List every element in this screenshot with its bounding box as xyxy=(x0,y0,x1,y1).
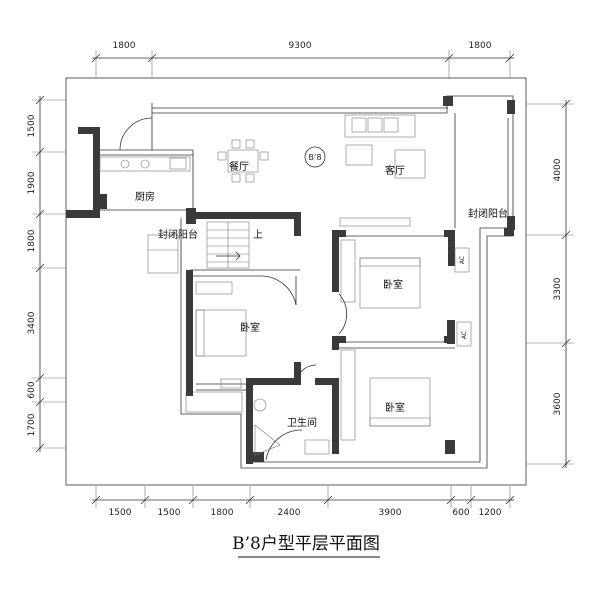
room-living: 客厅 xyxy=(385,164,405,177)
room-closed-balcony-left: 封闭阳台 xyxy=(158,228,198,241)
door-swings xyxy=(119,113,348,461)
wall-outlines xyxy=(98,95,514,469)
room-dining: 餐厅 xyxy=(229,160,249,173)
unit-tag-circle xyxy=(304,146,326,168)
top-dim-3: 1800 xyxy=(469,41,492,51)
right-dim-3: 3600 xyxy=(553,392,563,415)
bottom-dim-4: 2400 xyxy=(278,508,301,518)
left-dim-3: 1800 xyxy=(27,229,37,252)
bottom-dim-6: 600 xyxy=(452,508,469,518)
bottom-dim-3: 1800 xyxy=(211,508,234,518)
furniture xyxy=(99,114,472,456)
drawing-frame xyxy=(65,77,527,486)
left-dim-1: 1500 xyxy=(27,114,37,137)
drawing-title: B’8户型平层平面图 xyxy=(232,534,380,554)
room-kitchen: 厨房 xyxy=(135,190,155,203)
bottom-dimension-line xyxy=(91,486,515,508)
right-dim-1: 4000 xyxy=(553,158,563,181)
top-dim-1: 1800 xyxy=(113,41,136,51)
left-dim-2: 1900 xyxy=(27,171,37,194)
solid-walls xyxy=(66,96,515,464)
room-closed-balcony-right: 封闭阳台 xyxy=(468,207,508,220)
room-bedroom-1: 卧室 xyxy=(383,278,403,291)
right-dim-2: 3300 xyxy=(553,277,563,300)
left-dim-6: 1700 xyxy=(27,413,37,436)
bottom-dim-7: 1200 xyxy=(479,508,502,518)
stair-up-label: 上 xyxy=(253,229,263,241)
left-dimension-line xyxy=(32,95,66,453)
bottom-dim-2: 1500 xyxy=(158,508,181,518)
room-bedroom-2: 卧室 xyxy=(240,321,260,334)
bottom-dim-5: 3900 xyxy=(379,508,402,518)
left-dim-4: 3400 xyxy=(27,311,37,334)
stair xyxy=(206,221,250,269)
left-dim-5: 600 xyxy=(27,381,37,398)
top-dimension-line xyxy=(91,50,515,78)
room-bedroom-3: 卧室 xyxy=(385,401,405,414)
top-dim-2: 9300 xyxy=(289,41,312,51)
bottom-dim-1: 1500 xyxy=(109,508,132,518)
right-dimension-line xyxy=(526,99,574,469)
ac-label-2: AC xyxy=(461,331,468,339)
room-bathroom: 卫生间 xyxy=(287,416,317,429)
ac-label-1: AC xyxy=(459,256,466,264)
unit-tag: B’8 xyxy=(308,153,321,162)
